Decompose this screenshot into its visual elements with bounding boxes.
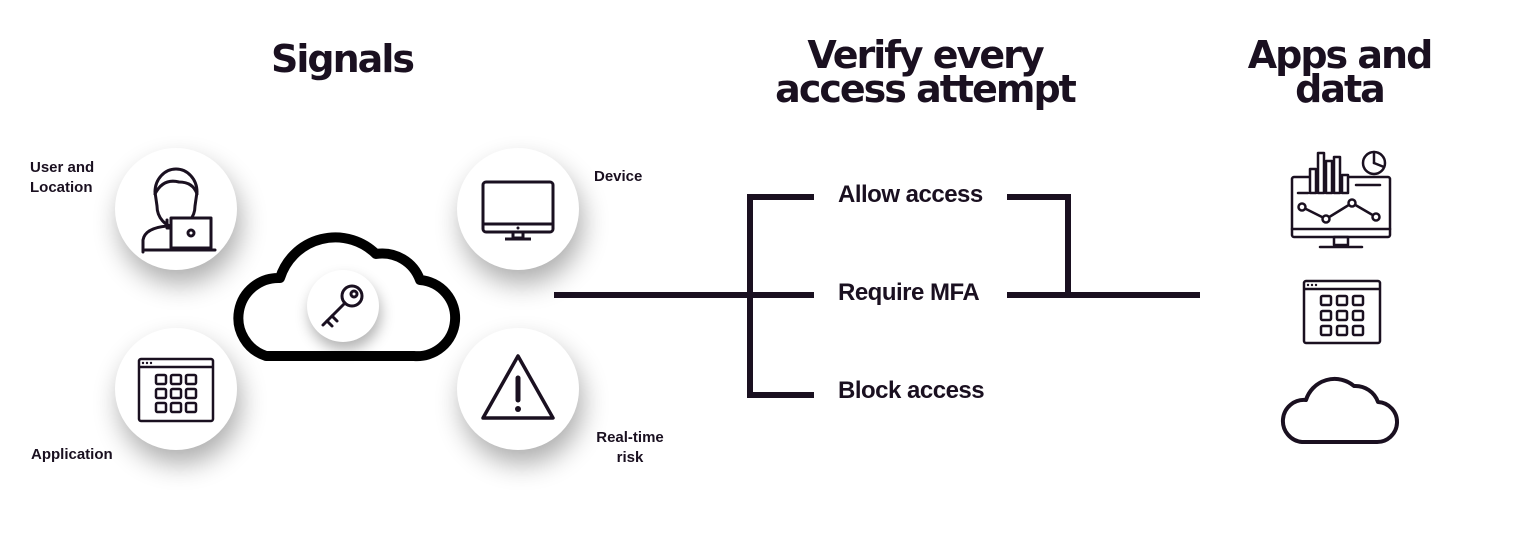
verify-heading-line1: Verify every	[807, 33, 1044, 77]
apps-heading: Apps and data	[1232, 33, 1447, 111]
apps-heading-line1: Apps and	[1247, 33, 1434, 77]
signals-heading-text: Signals	[271, 37, 415, 81]
key-badge	[307, 270, 379, 342]
real-time-risk-circle	[457, 328, 579, 450]
require-mfa-label: Require MFA	[838, 279, 980, 306]
user-location-label: User and Location	[30, 158, 94, 198]
application-label-text: Application	[31, 446, 113, 463]
block-access-label: Block access	[838, 377, 985, 404]
verify-heading-line2: access attempt	[775, 67, 1077, 111]
user-location-line2: Location	[30, 179, 93, 196]
device-label: Device	[594, 167, 642, 187]
device-label-text: Device	[594, 168, 643, 185]
apps-grid-window-icon	[1302, 278, 1382, 346]
cloud-outline-icon	[1278, 370, 1402, 448]
real-time-risk-label: Real-time risk	[594, 428, 666, 468]
user-with-laptop-icon	[141, 167, 217, 254]
verify-heading: Verify every access attempt	[760, 33, 1090, 111]
application-circle	[115, 328, 237, 450]
monitor-icon	[481, 180, 555, 241]
user-location-line1: User and	[30, 159, 95, 176]
analytics-dashboard-icon	[1284, 145, 1396, 253]
app-grid-window-icon	[137, 357, 215, 423]
signals-heading: Signals	[262, 37, 422, 81]
user-location-circle	[115, 148, 237, 270]
real-time-risk-line1: Real-time	[596, 429, 664, 446]
application-label: Application	[31, 445, 113, 465]
warning-triangle-icon	[481, 354, 555, 420]
device-circle	[457, 148, 579, 270]
real-time-risk-line2: risk	[616, 449, 644, 466]
allow-access-label: Allow access	[838, 181, 983, 208]
key-icon	[321, 284, 364, 328]
apps-heading-line2: data	[1295, 67, 1386, 111]
